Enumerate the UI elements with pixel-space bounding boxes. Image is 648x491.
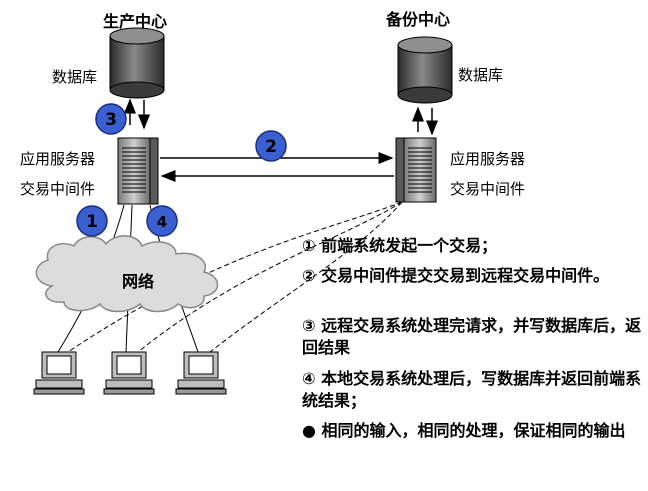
note-step-4: ④ 本地交易系统处理后，写数据库并返回前端系统结果； — [302, 369, 642, 410]
database-right-icon — [397, 36, 453, 104]
db-left-link — [124, 98, 150, 130]
svg-text:1: 1 — [86, 212, 98, 232]
app-server-left-label: 应用服务器 — [20, 150, 96, 168]
db-right-link — [412, 106, 438, 136]
remote-links — [67, 201, 403, 353]
note-summary: ● 相同的输入，相同的处理，保证相同的输出 — [302, 421, 626, 440]
server-sync-link — [160, 152, 394, 182]
network-label: 网络 — [122, 272, 155, 291]
database-left-icon — [109, 27, 165, 99]
badge-two: 2 — [255, 130, 287, 162]
note-step-3: ③ 远程交易系统处理完请求，并写数据库后，返回结果 — [302, 316, 642, 357]
note-step-1: ① 前端系统发起一个交易； — [302, 236, 498, 255]
client-pc-2-icon — [103, 351, 155, 395]
note-step-2: ② 交易中间件提交交易到远程交易中间件。 — [302, 266, 610, 285]
db-left-label: 数据库 — [52, 68, 98, 86]
badge-four: 4 — [146, 205, 178, 237]
db-right-label: 数据库 — [458, 66, 504, 84]
svg-text:4: 4 — [157, 213, 167, 231]
badge-three: 3 — [95, 103, 127, 135]
middleware-right-label: 交易中间件 — [450, 180, 526, 198]
server-right-icon — [395, 137, 437, 203]
client-pc-3-icon — [175, 351, 227, 395]
svg-text:3: 3 — [105, 110, 117, 130]
client-pc-1-icon — [33, 351, 85, 395]
server-left-icon — [117, 137, 159, 205]
backup-site-title: 备份中心 — [386, 10, 451, 29]
middleware-left-label: 交易中间件 — [20, 180, 96, 198]
svg-text:2: 2 — [265, 137, 277, 157]
network-cloud-icon — [35, 235, 219, 313]
app-server-right-label: 应用服务器 — [450, 150, 526, 168]
production-site-title: 生产中心 — [103, 12, 168, 31]
badge-one: 1 — [76, 205, 108, 237]
